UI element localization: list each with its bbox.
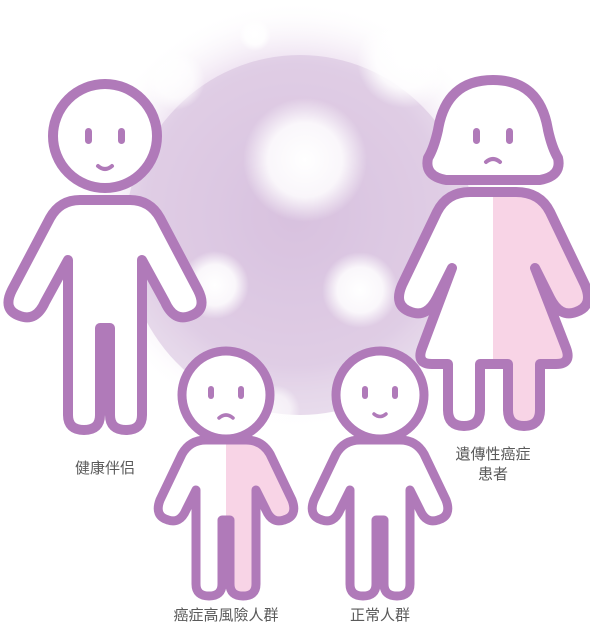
figure-healthy-partner — [3, 79, 207, 435]
background-bokeh — [80, 0, 510, 435]
label-normal-child: 正常人群 — [349, 606, 410, 624]
figure-normal-child — [307, 346, 453, 601]
label-line-2: 患者 — [477, 465, 508, 483]
face-smile — [362, 386, 398, 419]
face-sad — [473, 128, 513, 164]
face-worried — [208, 386, 244, 420]
figure-hereditary-cancer-patient — [394, 75, 590, 431]
figure-cancer-high-risk-child — [153, 346, 299, 601]
label-healthy-partner: 健康伴侣 — [74, 459, 135, 477]
label-cancer-high-risk-child: 癌症高風險人群 — [173, 606, 279, 624]
face-smile — [85, 128, 125, 171]
label-hereditary-cancer-patient: 遺傳性癌症 患者 — [438, 444, 548, 484]
label-line-1: 遺傳性癌症 — [455, 445, 531, 463]
